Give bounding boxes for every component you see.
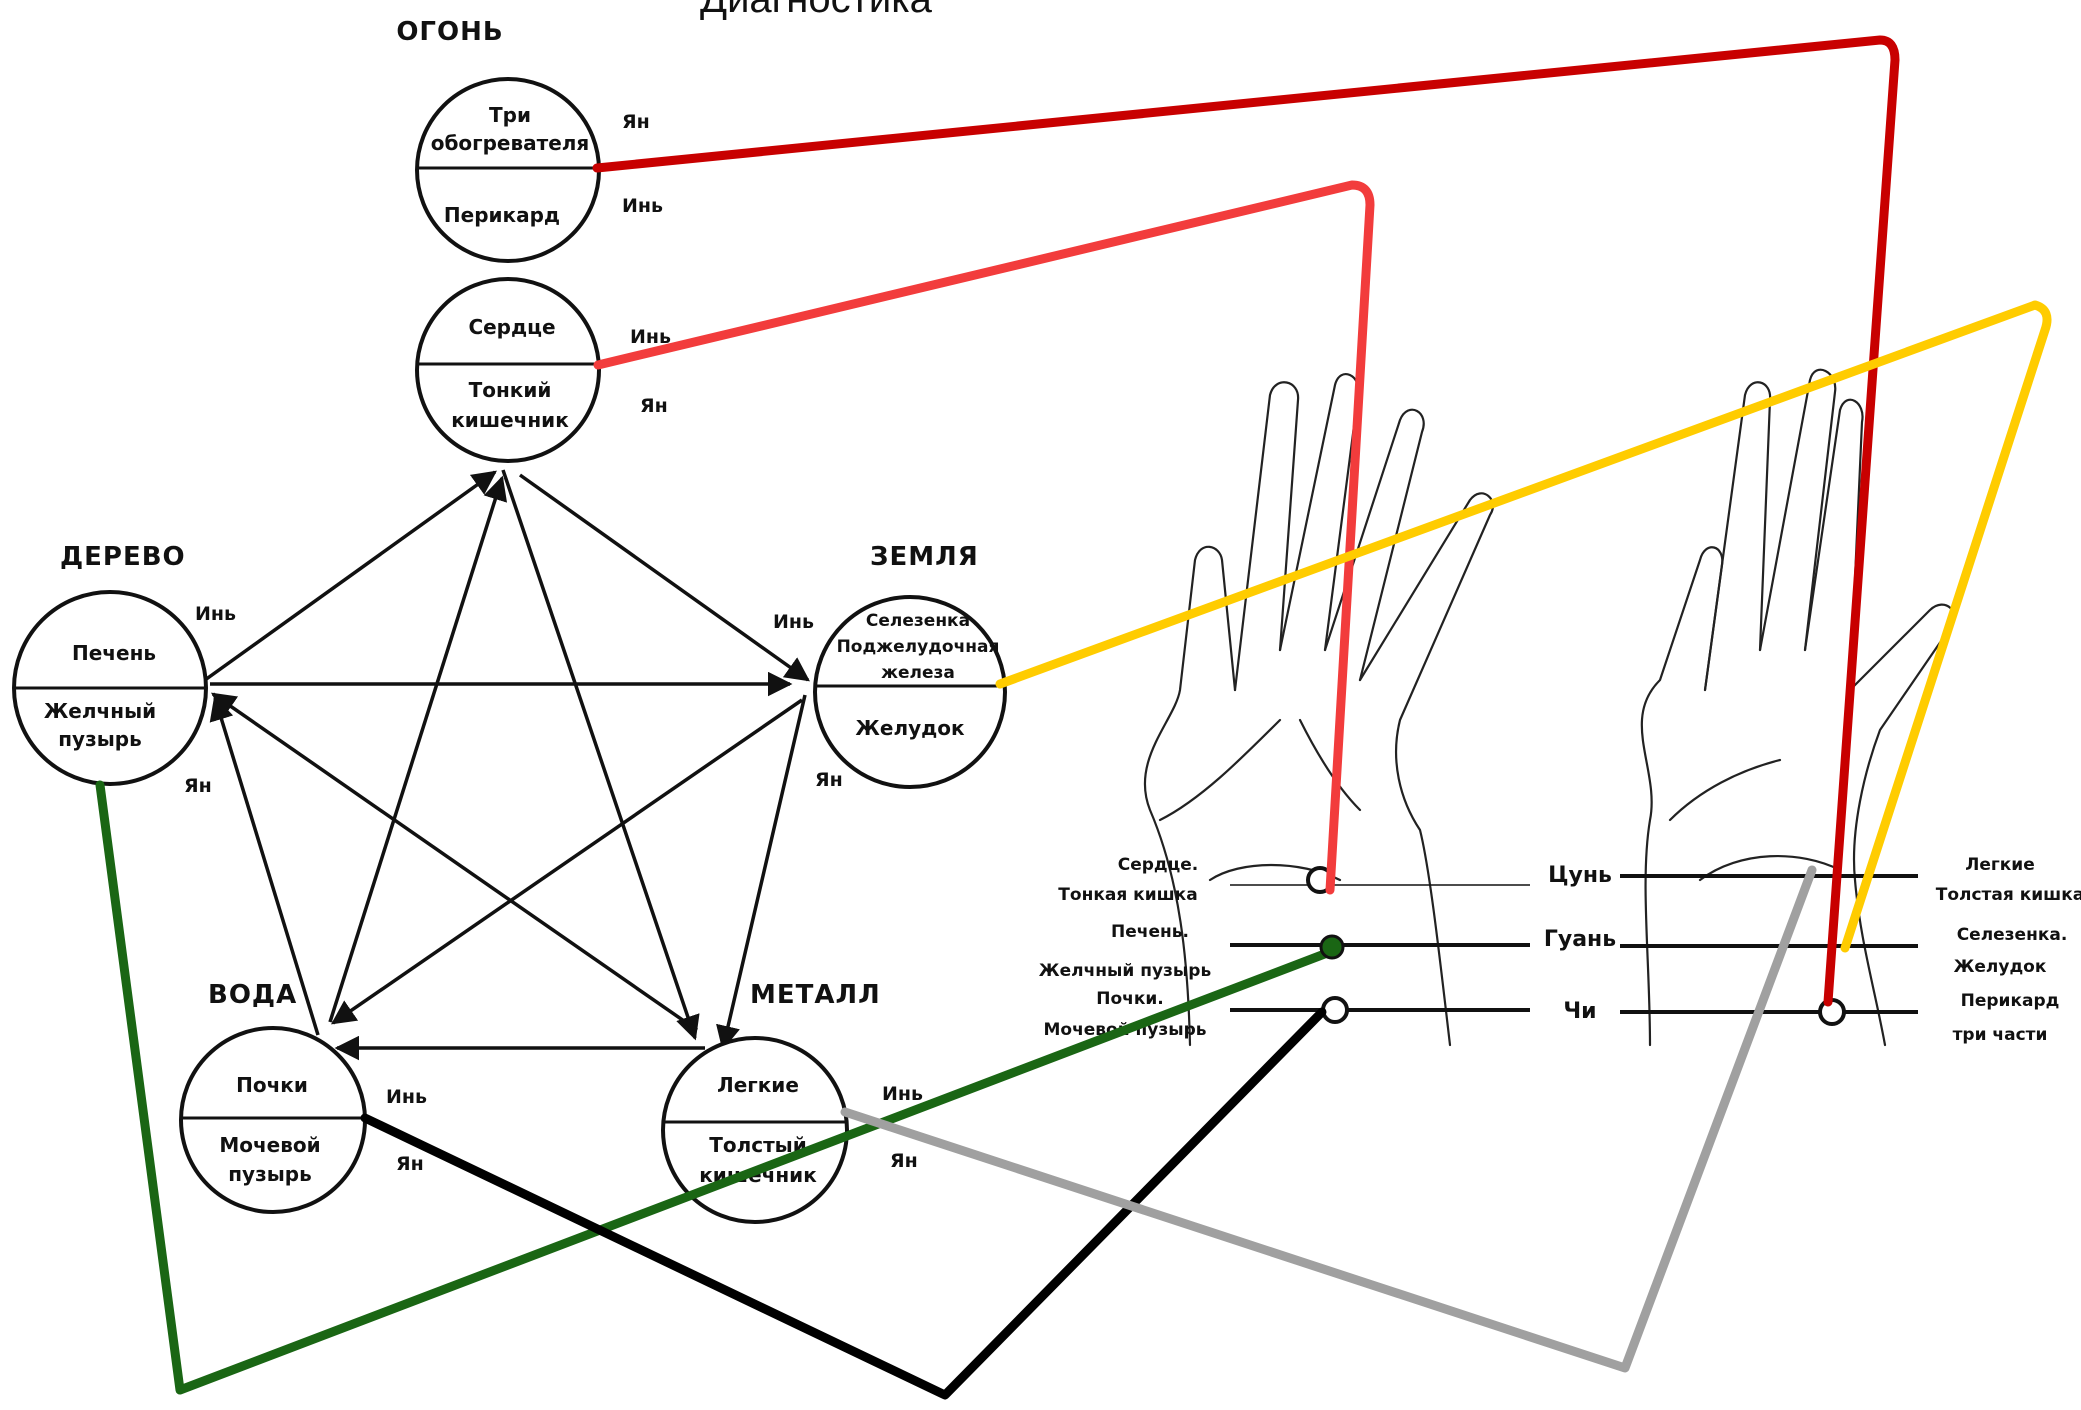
connector-lines	[95, 35, 2052, 1400]
metal-element: МЕТАЛЛ Легкие Толстый кишечник Инь Ян	[661, 980, 923, 1224]
arrow-wood-to-fire	[203, 470, 497, 682]
pulse-point-chi-left	[1321, 996, 1349, 1024]
right-hand-drawing	[1640, 368, 1956, 1047]
yang-label: Ян	[640, 395, 668, 417]
organ-triple-heater-line1: Три	[489, 103, 531, 127]
five-elements-wheel: ОГОНЬ Три обогревателя Перикард Ян Инь С…	[12, 17, 1007, 1224]
pulse-name-guan: Гуань	[1544, 927, 1616, 952]
organ-kidneys: Почки	[236, 1073, 308, 1097]
yin-label: Инь	[622, 195, 663, 217]
yin-label: Инь	[882, 1083, 923, 1105]
right-label-guan-1: Селезенка.	[1957, 925, 2068, 945]
connector-lungs-to-cun-pulse	[840, 865, 1817, 1373]
left-label-cun-2: Тонкая кишка	[1058, 885, 1197, 905]
earth-title: ЗЕМЛЯ	[870, 542, 979, 572]
organ-heart: Сердце	[468, 315, 555, 339]
fire-element: ОГОНЬ Три обогревателя Перикард Ян Инь	[396, 17, 663, 263]
arrow-water-to-fire	[328, 475, 508, 1023]
connector-liver-to-guan-pulse	[95, 780, 1340, 1395]
organ-small-intestine-line1: Тонкий	[469, 378, 552, 402]
organ-spleen-line3: железа	[881, 663, 955, 683]
fire-title: ОГОНЬ	[396, 17, 503, 47]
yang-label: Ян	[622, 111, 650, 133]
connector-heart-to-cun-pulse	[593, 180, 1375, 895]
organ-spleen-line2: Поджелудочная	[837, 637, 1000, 657]
right-label-guan-2: Желудок	[1954, 957, 2047, 977]
organ-pericardium: Перикард	[444, 203, 560, 227]
organ-gallbladder-line2: пузырь	[58, 727, 142, 751]
right-label-cun-2: Толстая кишка	[1936, 885, 2081, 905]
right-label-chi-1: Перикард	[1961, 991, 2060, 1011]
yang-label: Ян	[396, 1153, 424, 1175]
right-label-chi-2: три части	[1953, 1025, 2048, 1045]
yin-label: Инь	[630, 326, 671, 348]
yin-label: Инь	[195, 603, 236, 625]
wood-title: ДЕРЕВО	[60, 542, 186, 572]
water-title: ВОДА	[208, 980, 297, 1010]
organ-liver: Печень	[72, 641, 156, 665]
organ-triple-heater-line2: обогревателя	[431, 131, 590, 155]
arrow-metal-to-wood	[210, 692, 698, 1032]
organ-bladder-line1: Мочевой	[219, 1133, 320, 1157]
left-label-guan-2: Желчный пузырь	[1039, 961, 1211, 981]
right-label-cun-1: Легкие	[1965, 855, 2035, 875]
metal-title: МЕТАЛЛ	[750, 980, 881, 1010]
connector-spleen-to-guan-pulse	[995, 300, 2052, 953]
element-arrows	[203, 469, 810, 1061]
water-element: ВОДА Почки Мочевой пузырь Инь Ян	[179, 980, 427, 1214]
arrow-water-to-wood	[209, 695, 320, 1036]
spleen-stomach-circle	[813, 595, 1007, 789]
connector-kidneys-to-chi-pulse	[360, 1007, 1327, 1400]
yang-label: Ян	[890, 1150, 918, 1172]
arrow-earth-to-water	[330, 698, 803, 1025]
left-label-cun-1: Сердце.	[1118, 855, 1199, 875]
yin-label: Инь	[386, 1086, 427, 1108]
left-label-chi-1: Почки.	[1096, 989, 1164, 1009]
yang-label: Ян	[184, 775, 212, 797]
organ-stomach: Желудок	[855, 716, 965, 740]
pulse-point-guan-left	[1319, 934, 1345, 960]
yin-label: Инь	[773, 611, 814, 633]
organ-spleen-line1: Селезенка	[866, 611, 970, 631]
earth-element: ЗЕМЛЯ Селезенка Поджелудочная железа Жел…	[773, 542, 1007, 791]
yang-label: Ян	[815, 769, 843, 791]
pulse-name-chi: Чи	[1563, 999, 1596, 1024]
lungs-large-intestine-circle	[661, 1036, 849, 1224]
pulse-labels: Сердце. Тонкая кишка Печень. Желчный пуз…	[1039, 855, 2081, 1045]
left-label-guan-1: Печень.	[1111, 922, 1189, 942]
connector-triple-heater-to-pericardium-pulse	[592, 35, 1900, 1007]
arrow-earth-to-metal	[716, 694, 807, 1051]
pulse-name-cun: Цунь	[1548, 863, 1612, 888]
organ-small-intestine-line2: кишечник	[451, 408, 569, 432]
organ-bladder-line2: пузырь	[228, 1162, 312, 1186]
arrow-fire-to-metal	[501, 469, 700, 1041]
organ-gallbladder-line1: Желчный	[44, 699, 156, 723]
page-title: Диагностика	[700, 0, 933, 21]
arrow-fire-to-earth	[518, 473, 810, 682]
heart-small-intestine-circle	[415, 277, 601, 463]
fire-heart-element: Сердце Тонкий кишечник Инь Ян	[415, 277, 671, 463]
wood-element: ДЕРЕВО Печень Желчный пузырь Инь Ян	[12, 542, 236, 797]
organ-lungs: Легкие	[717, 1073, 799, 1097]
